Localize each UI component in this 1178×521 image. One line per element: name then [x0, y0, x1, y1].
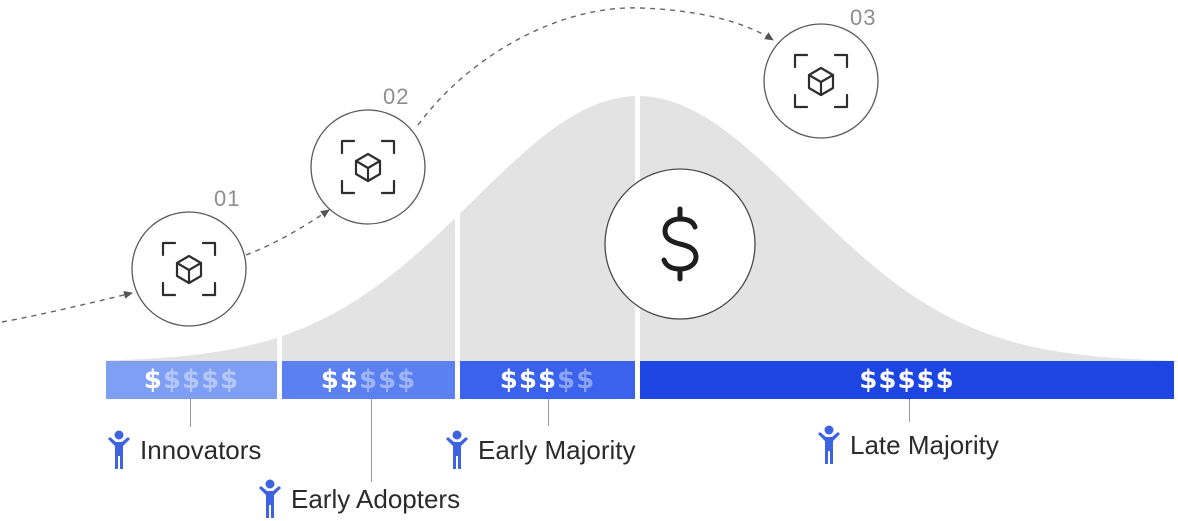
step-number-03: 03: [850, 5, 877, 30]
price-bar-early-majority: $$$$$: [460, 361, 635, 399]
cube-scan-icon: [793, 53, 849, 109]
segment-label-late-majority: Late Majority: [816, 425, 999, 465]
curve-segment-innovators: [106, 337, 277, 362]
step-02-circle: [310, 109, 426, 225]
price-symbol-active: $: [499, 365, 519, 395]
segment-label-innovators: Innovators: [106, 430, 261, 470]
cube-scan-icon: [340, 139, 396, 195]
price-symbol-active: $: [916, 365, 936, 395]
dollar-circle: [604, 168, 756, 320]
connector-line: [548, 399, 549, 426]
price-symbol-inactive: $: [201, 365, 221, 395]
dollar-icon: [661, 206, 699, 282]
price-symbol-active: $: [859, 365, 879, 395]
progression-arrow-02-03: [417, 7, 774, 126]
connector-line: [371, 399, 372, 482]
price-symbol-inactive: $: [220, 365, 240, 395]
curve-segment-late-majority: [640, 96, 1178, 362]
price-symbol-inactive: $: [181, 365, 202, 395]
connector-line: [909, 399, 910, 422]
price-symbol-active: $: [518, 365, 538, 395]
price-bar-innovators: $$$$$: [106, 361, 277, 399]
label-text: Late Majority: [850, 429, 999, 460]
progression-arrow-01-02: [245, 209, 330, 256]
label-text: Early Majority: [478, 434, 636, 465]
progression-arrow-start: [1, 291, 133, 323]
label-text: Early Adopters: [291, 483, 461, 514]
price-symbol-inactive: $: [576, 365, 596, 395]
price-symbol-active: $: [537, 365, 558, 395]
person-icon: [108, 430, 130, 469]
person-icon: [446, 430, 468, 469]
price-symbol-active: $: [143, 365, 163, 395]
person-icon: [818, 425, 840, 464]
step-number-02: 02: [383, 84, 410, 109]
step-number-01: 01: [214, 186, 241, 211]
price-symbol-active: $: [339, 365, 359, 395]
price-bar-late-majority: $$$$$: [640, 361, 1174, 399]
price-symbol-inactive: $: [162, 365, 182, 395]
price-symbol-inactive: $: [397, 365, 417, 395]
cube-scan-icon: [161, 241, 217, 297]
price-symbol-inactive: $: [358, 365, 379, 395]
price-bar-early-adopters: $$$$$: [282, 361, 455, 399]
price-symbol-active: $: [320, 365, 340, 395]
segment-label-early-majority: Early Majority: [444, 430, 635, 470]
person-icon: [259, 479, 281, 518]
step-01-circle: [131, 211, 247, 327]
label-text: Innovators: [140, 434, 262, 465]
price-symbol-inactive: $: [378, 365, 398, 395]
segment-label-early-adopters: Early Adopters: [257, 479, 460, 519]
price-symbol-active: $: [897, 365, 917, 395]
curve-segment-early-adopters: [282, 218, 455, 362]
price-symbol-active: $: [935, 365, 955, 395]
price-symbol-active: $: [878, 365, 898, 395]
step-03-circle: [763, 23, 879, 139]
connector-line: [190, 399, 191, 427]
curve-segment-early-majority: [460, 96, 635, 362]
price-symbol-inactive: $: [557, 365, 577, 395]
